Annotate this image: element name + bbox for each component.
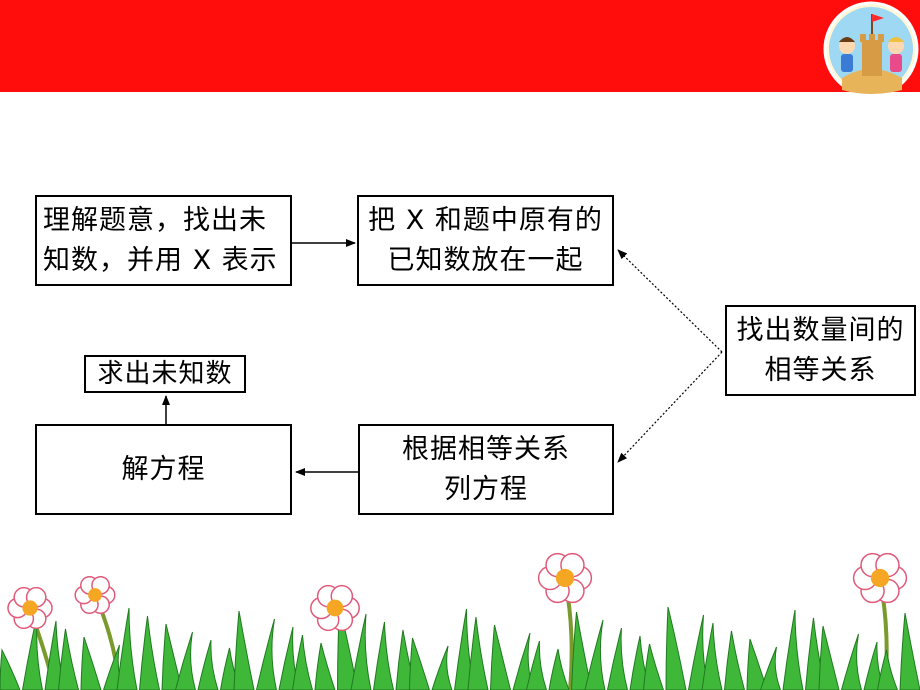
step-combine-box: 把 X 和题中原有的 已知数放在一起 <box>357 195 614 286</box>
step-equation-line2: 列方程 <box>444 473 528 505</box>
grass-blade <box>723 630 746 690</box>
grass-blade <box>701 622 723 690</box>
grass-blade <box>899 612 920 690</box>
flower <box>7 586 53 630</box>
step-combine-line2: 已知数放在一起 <box>387 244 584 276</box>
step-equation-box: 根据相等关系 列方程 <box>358 424 614 515</box>
step-relation-line1: 找出数量间的 <box>736 314 905 346</box>
grass-blade <box>174 631 197 690</box>
grass-blade <box>782 609 804 690</box>
grass-blade <box>197 639 219 690</box>
grass-blade <box>818 625 840 690</box>
grass-blade <box>840 633 863 690</box>
grass-blade <box>138 615 161 690</box>
arrow-relation-to-equation <box>617 351 723 463</box>
top-banner <box>0 0 920 92</box>
step-solve-unknown-label: 求出未知数 <box>97 359 233 389</box>
grass-blade <box>255 618 278 690</box>
grass-blade <box>548 648 570 690</box>
step-understand-box: 理解题意，找出未 知数，并用 X 表示 <box>35 195 292 286</box>
flower <box>537 552 593 604</box>
grass-blade <box>350 613 372 690</box>
step-solve-unknown-box: 求出未知数 <box>84 355 246 393</box>
step-understand-line2: 知数，并用 X 表示 <box>43 244 278 276</box>
grass-blade <box>291 634 314 690</box>
grass-flowers-decoration <box>0 552 920 690</box>
grass-blade <box>665 606 687 690</box>
step-combine-line1: 把 X 和题中原有的 <box>368 204 603 236</box>
grass-blade <box>876 649 899 690</box>
flower <box>74 575 116 615</box>
grass-blade <box>116 607 138 690</box>
step-relation-box: 找出数量间的 相等关系 <box>725 305 916 396</box>
step-relation-line2: 相等关系 <box>764 354 877 386</box>
grass-blades <box>0 605 920 690</box>
flower <box>310 584 360 632</box>
grass-blade <box>80 636 102 690</box>
grass-blade <box>314 642 336 690</box>
grass-blade <box>606 627 629 690</box>
arrow-relation-to-combine <box>617 249 723 353</box>
grass-blade <box>57 628 80 690</box>
grass-blade <box>372 621 395 690</box>
flowers <box>7 552 908 632</box>
grass-blade <box>431 645 453 690</box>
grass-blade <box>584 619 606 690</box>
grass-blade <box>0 648 21 690</box>
step-solve-equation-box: 解方程 <box>35 424 292 515</box>
grass-blade <box>642 643 665 690</box>
kids-sandcastle-badge <box>823 1 919 97</box>
grass-blade <box>525 640 548 690</box>
grass-blade <box>489 624 512 690</box>
grass-blade <box>759 646 782 690</box>
step-understand-line1: 理解题意，找出未 <box>43 204 267 236</box>
grass-blade <box>467 616 489 690</box>
flower <box>852 552 908 604</box>
step-equation-line1: 根据相等关系 <box>402 433 570 465</box>
grass-blade <box>408 637 431 690</box>
grass-blade <box>233 610 255 690</box>
step-solve-equation-label: 解方程 <box>121 453 206 485</box>
